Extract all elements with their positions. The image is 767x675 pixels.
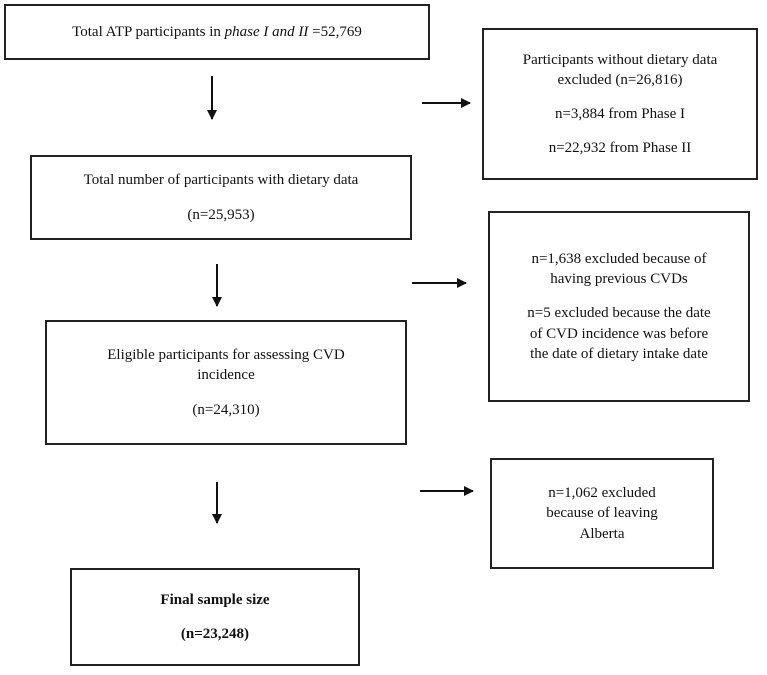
excluded-leaving-box: n=1,062 excluded because of leaving Albe… xyxy=(490,458,714,569)
excluded-no-dietary-line1: Participants without dietary data xyxy=(522,51,718,68)
excluded-cvd-line1: n=1,638 excluded because of xyxy=(531,250,707,267)
final-sample-count: (n=23,248) xyxy=(180,626,250,642)
final-sample-title: Final sample size xyxy=(160,591,270,608)
total-participants-text: Total ATP participants in phase I and II… xyxy=(72,23,362,40)
excluded-leaving-line3: Alberta xyxy=(579,525,625,542)
excluded-no-dietary-box: Participants without dietary data exclud… xyxy=(482,28,758,180)
with-dietary-count: (n=25,953) xyxy=(187,206,255,223)
excluded-phase1-text: n=3,884 from Phase I xyxy=(554,106,686,122)
with-dietary-box: Total number of participants with dietar… xyxy=(30,155,412,240)
final-sample-box: Final sample size (n=23,248) xyxy=(70,568,360,666)
excluded-cvd-line2: having previous CVDs xyxy=(550,271,688,288)
excluded-no-dietary-line2: excluded (n=26,816) xyxy=(557,71,683,88)
eligible-box: Eligible participants for assessing CVD … xyxy=(45,320,407,445)
excluded-cvd-box: n=1,638 excluded because of having previ… xyxy=(488,211,750,402)
excluded-cvd-line3: n=5 excluded because the date xyxy=(527,305,711,322)
excluded-phase2-text: n=22,932 from Phase II xyxy=(548,140,692,157)
eligible-line2: incidence xyxy=(197,367,255,384)
excluded-leaving-line2: because of leaving xyxy=(546,505,658,522)
excluded-leaving-line1: n=1,062 excluded xyxy=(548,485,656,502)
eligible-count: (n=24,310) xyxy=(192,401,260,418)
with-dietary-line1: Total number of participants with dietar… xyxy=(83,172,359,189)
eligible-line1: Eligible participants for assessing CVD xyxy=(107,347,345,364)
excluded-cvd-line4: of CVD incidence was before xyxy=(529,325,709,342)
total-participants-box: Total ATP participants in phase I and II… xyxy=(4,4,430,60)
excluded-cvd-line5: the date of dietary intake date xyxy=(530,345,708,362)
